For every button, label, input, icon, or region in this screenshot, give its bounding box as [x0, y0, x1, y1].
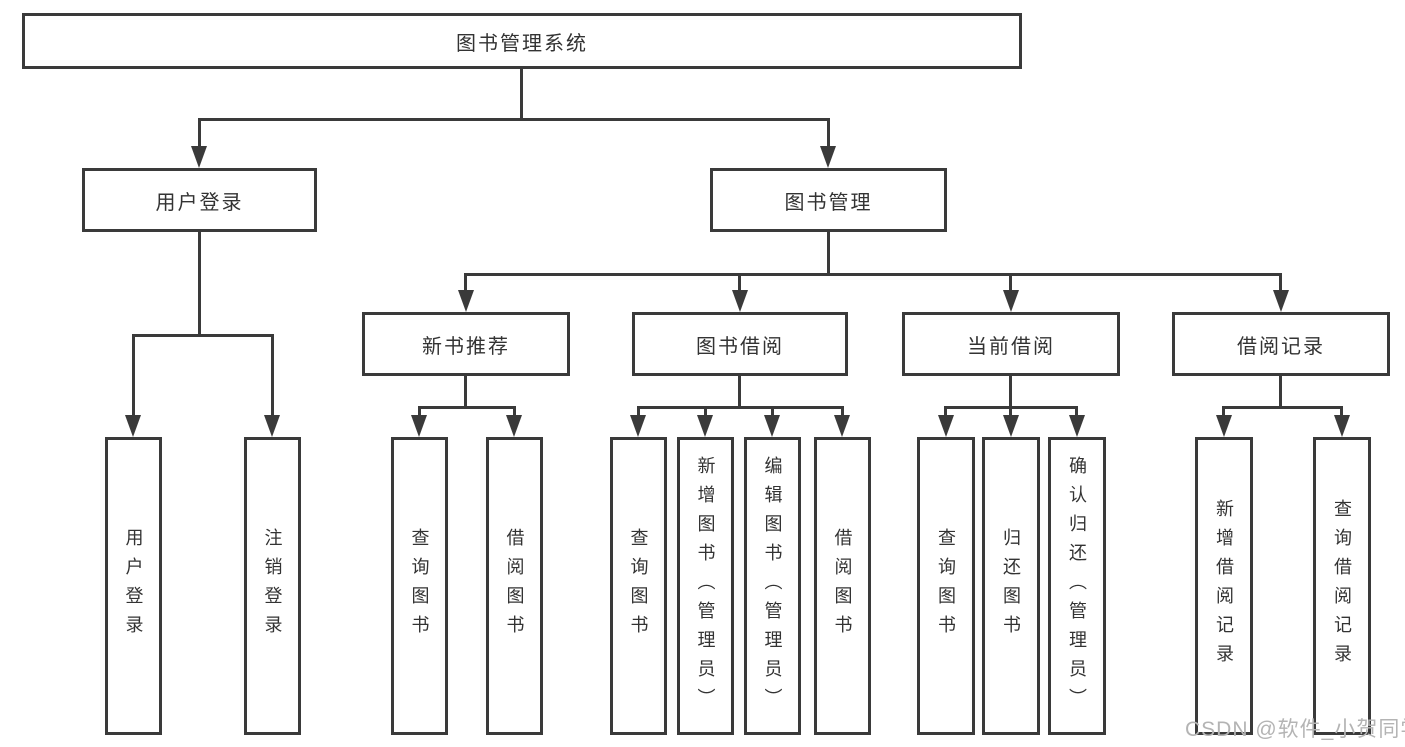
node-label: 查询借阅记录	[1332, 499, 1352, 673]
connector-line	[520, 69, 523, 121]
node-borrowing-records: 借阅记录	[1172, 312, 1390, 376]
node-leaf-query-books-recommend: 查询图书	[391, 437, 448, 735]
connector-line	[827, 232, 830, 275]
connector-line	[418, 406, 421, 417]
node-leaf-logout: 注销登录	[244, 437, 301, 735]
node-label: 归还图书	[1001, 528, 1021, 644]
connector-line	[418, 406, 516, 409]
arrowhead-icon	[630, 415, 646, 437]
connector-line	[198, 232, 201, 336]
node-user-login: 用户登录	[82, 168, 317, 232]
node-leaf-query-borrow-record: 查询借阅记录	[1313, 437, 1371, 735]
node-leaf-add-books-admin: 新增图书（管理员）	[677, 437, 734, 735]
connector-line	[1340, 406, 1343, 417]
connector-line	[464, 376, 467, 408]
arrowhead-icon	[1334, 415, 1350, 437]
arrowhead-icon	[938, 415, 954, 437]
node-current-borrowing: 当前借阅	[902, 312, 1120, 376]
connector-line	[271, 334, 274, 417]
node-leaf-edit-books-admin: 编辑图书（管理员）	[744, 437, 801, 735]
node-book-borrowing: 图书借阅	[632, 312, 848, 376]
connector-line	[1009, 273, 1012, 293]
node-leaf-return-books: 归还图书	[982, 437, 1040, 735]
node-leaf-query-books-borrowing: 查询图书	[610, 437, 667, 735]
node-label: 新增借阅记录	[1214, 499, 1234, 673]
node-label: 查询图书	[409, 528, 430, 644]
node-label: 确认归还（管理员）	[1067, 455, 1087, 717]
node-label: 图书管理	[784, 191, 873, 214]
node-new-book-recommendation: 新书推荐	[362, 312, 570, 376]
connector-line	[1009, 406, 1012, 417]
node-label: 用户登录	[123, 528, 144, 644]
connector-line	[738, 376, 741, 408]
node-label: 借阅记录	[1237, 335, 1325, 358]
node-label: 查询图书	[628, 528, 649, 644]
connector-line	[738, 273, 741, 293]
arrowhead-icon	[697, 415, 713, 437]
arrowhead-icon	[411, 415, 427, 437]
node-library-management-system: 图书管理系统	[22, 13, 1022, 69]
arrowhead-icon	[191, 146, 207, 168]
node-leaf-user-login: 用户登录	[105, 437, 162, 735]
node-label: 借阅图书	[832, 528, 853, 644]
node-book-management: 图书管理	[710, 168, 947, 232]
node-label: 编辑图书（管理员）	[762, 455, 783, 717]
arrowhead-icon	[1003, 290, 1019, 312]
node-leaf-confirm-return-admin: 确认归还（管理员）	[1048, 437, 1106, 735]
arrowhead-icon	[1003, 415, 1019, 437]
node-label: 新增图书（管理员）	[695, 455, 716, 717]
connector-line	[1222, 406, 1343, 409]
node-label: 图书管理系统	[456, 32, 588, 55]
node-label: 用户登录	[155, 191, 244, 214]
node-label: 图书借阅	[696, 335, 784, 358]
connector-line	[464, 273, 1282, 276]
connector-line	[944, 406, 947, 417]
connector-line	[1222, 406, 1225, 417]
arrowhead-icon	[732, 290, 748, 312]
connector-line	[827, 118, 830, 148]
arrowhead-icon	[834, 415, 850, 437]
arrowhead-icon	[820, 146, 836, 168]
node-leaf-add-borrow-record: 新增借阅记录	[1195, 437, 1253, 735]
arrowhead-icon	[764, 415, 780, 437]
connector-line	[637, 406, 843, 409]
arrowhead-icon	[1273, 290, 1289, 312]
node-label: 借阅图书	[504, 528, 525, 644]
connector-line	[841, 406, 844, 417]
node-label: 注销登录	[262, 528, 283, 644]
connector-line	[1279, 273, 1282, 293]
node-label: 新书推荐	[422, 335, 510, 358]
node-label: 查询图书	[936, 528, 956, 644]
arrowhead-icon	[264, 415, 280, 437]
connector-line	[132, 334, 273, 337]
connector-line	[704, 406, 707, 417]
connector-line	[637, 406, 640, 417]
arrowhead-icon	[1216, 415, 1232, 437]
csdn-watermark: CSDN @软件_小贺同学	[1185, 718, 1405, 741]
arrowhead-icon	[125, 415, 141, 437]
connector-line	[198, 118, 201, 148]
arrowhead-icon	[506, 415, 522, 437]
arrowhead-icon	[1069, 415, 1085, 437]
node-label: 当前借阅	[967, 335, 1055, 358]
node-leaf-borrow-books-borrowing: 借阅图书	[814, 437, 871, 735]
connector-line	[513, 406, 516, 417]
node-leaf-borrow-books-recommend: 借阅图书	[486, 437, 543, 735]
arrowhead-icon	[458, 290, 474, 312]
connector-line	[132, 334, 135, 417]
connector-line	[1009, 376, 1012, 408]
connector-line	[771, 406, 774, 417]
connector-line	[464, 273, 467, 293]
connector-line	[198, 118, 830, 121]
node-leaf-query-books-current: 查询图书	[917, 437, 975, 735]
connector-line	[1279, 376, 1282, 408]
connector-line	[1075, 406, 1078, 417]
